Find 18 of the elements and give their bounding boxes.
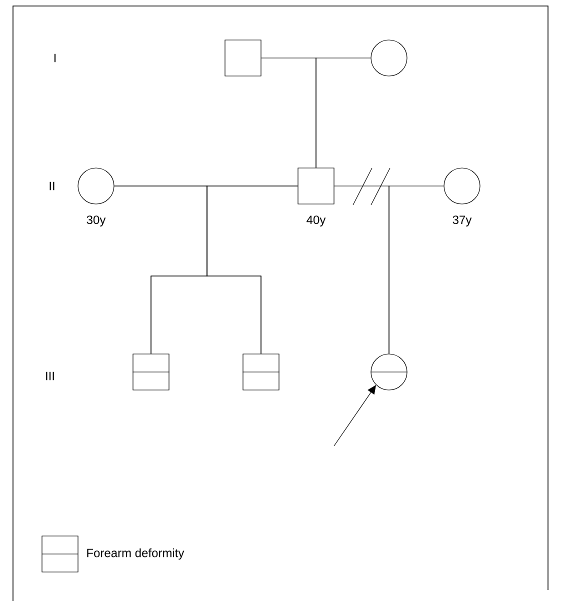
circle-symbol [444, 168, 480, 204]
square-symbol [224, 40, 262, 76]
age-label: 40y [306, 216, 326, 226]
generation-label: I [54, 54, 56, 62]
square-symbol [242, 354, 280, 390]
square-symbol [132, 354, 170, 390]
age-label: 37y [452, 216, 472, 226]
age-label: 30y [86, 216, 106, 226]
pedigree-line [206, 186, 298, 354]
generation-label: III [46, 372, 54, 380]
square-symbol [298, 168, 334, 204]
generation-label: II [50, 182, 54, 190]
legend-text: Forearm deformity [87, 548, 184, 560]
pedigree-line [388, 186, 444, 354]
circle-symbol [78, 168, 114, 204]
pedigree-line [316, 58, 371, 168]
circle-symbol [370, 40, 408, 76]
circle-symbol [370, 354, 408, 390]
